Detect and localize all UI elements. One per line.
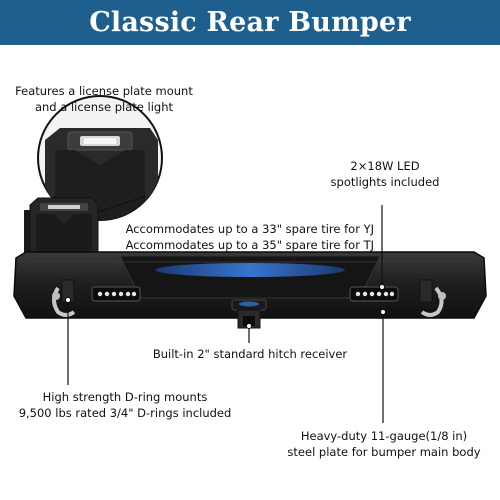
d-ring-callout: High strength D-ring mounts 9,500 lbs ra…: [18, 390, 232, 420]
title-banner: Classic Rear Bumper: [0, 0, 500, 45]
led-spotlight-left: [91, 286, 141, 302]
blue-accent-glow: [155, 263, 345, 277]
led-pointer-dot: [379, 284, 385, 290]
spare-tire-callout: Accommodates up to a 33" spare tire for …: [125, 222, 374, 252]
d-ring-left: [52, 279, 76, 317]
d-ring-right: [419, 279, 446, 317]
license-plate-bracket: [24, 197, 99, 258]
hitch-callout: Built-in 2" standard hitch receiver: [152, 347, 348, 361]
license-plate-callout: Features a license plate mount and a lic…: [15, 84, 193, 114]
steel-plate-callout: Heavy-duty 11-gauge(1/8 in) steel plate …: [287, 429, 481, 459]
led-callout: 2×18W LED spotlights included: [330, 159, 440, 189]
hitch-receiver: [231, 299, 267, 329]
dring-pointer-dot: [65, 297, 71, 303]
banner-title: Classic Rear Bumper: [89, 7, 411, 38]
steel-pointer-dot: [380, 309, 386, 315]
zoom-connector-right: [97, 195, 147, 213]
led-spotlight-right: [349, 286, 399, 302]
hitch-pointer-dot: [246, 323, 252, 329]
